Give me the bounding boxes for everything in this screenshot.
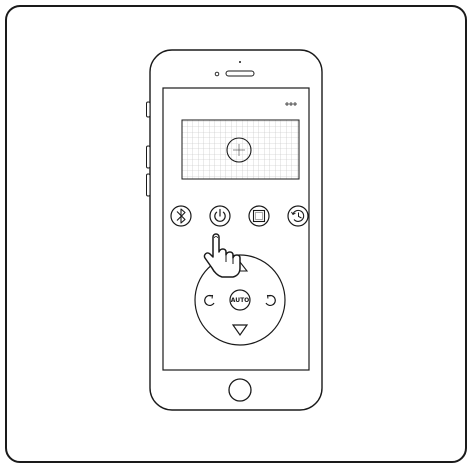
smartphone: [147, 50, 323, 410]
timer-button[interactable]: [288, 206, 308, 226]
speaker-slot: [226, 71, 254, 76]
side-button-top: [147, 102, 151, 117]
grid-preview: [182, 120, 299, 179]
power-button[interactable]: [210, 206, 230, 226]
bluetooth-button[interactable]: [171, 206, 191, 226]
frame-button[interactable]: [249, 206, 269, 226]
home-button[interactable]: [229, 379, 251, 401]
sensor-dot: [239, 61, 241, 63]
side-button-bottom: [147, 174, 151, 196]
auto-button-label: AUTO: [231, 297, 250, 304]
auto-button[interactable]: AUTO: [230, 290, 250, 310]
side-button-middle: [147, 146, 151, 168]
front-camera: [215, 72, 219, 76]
